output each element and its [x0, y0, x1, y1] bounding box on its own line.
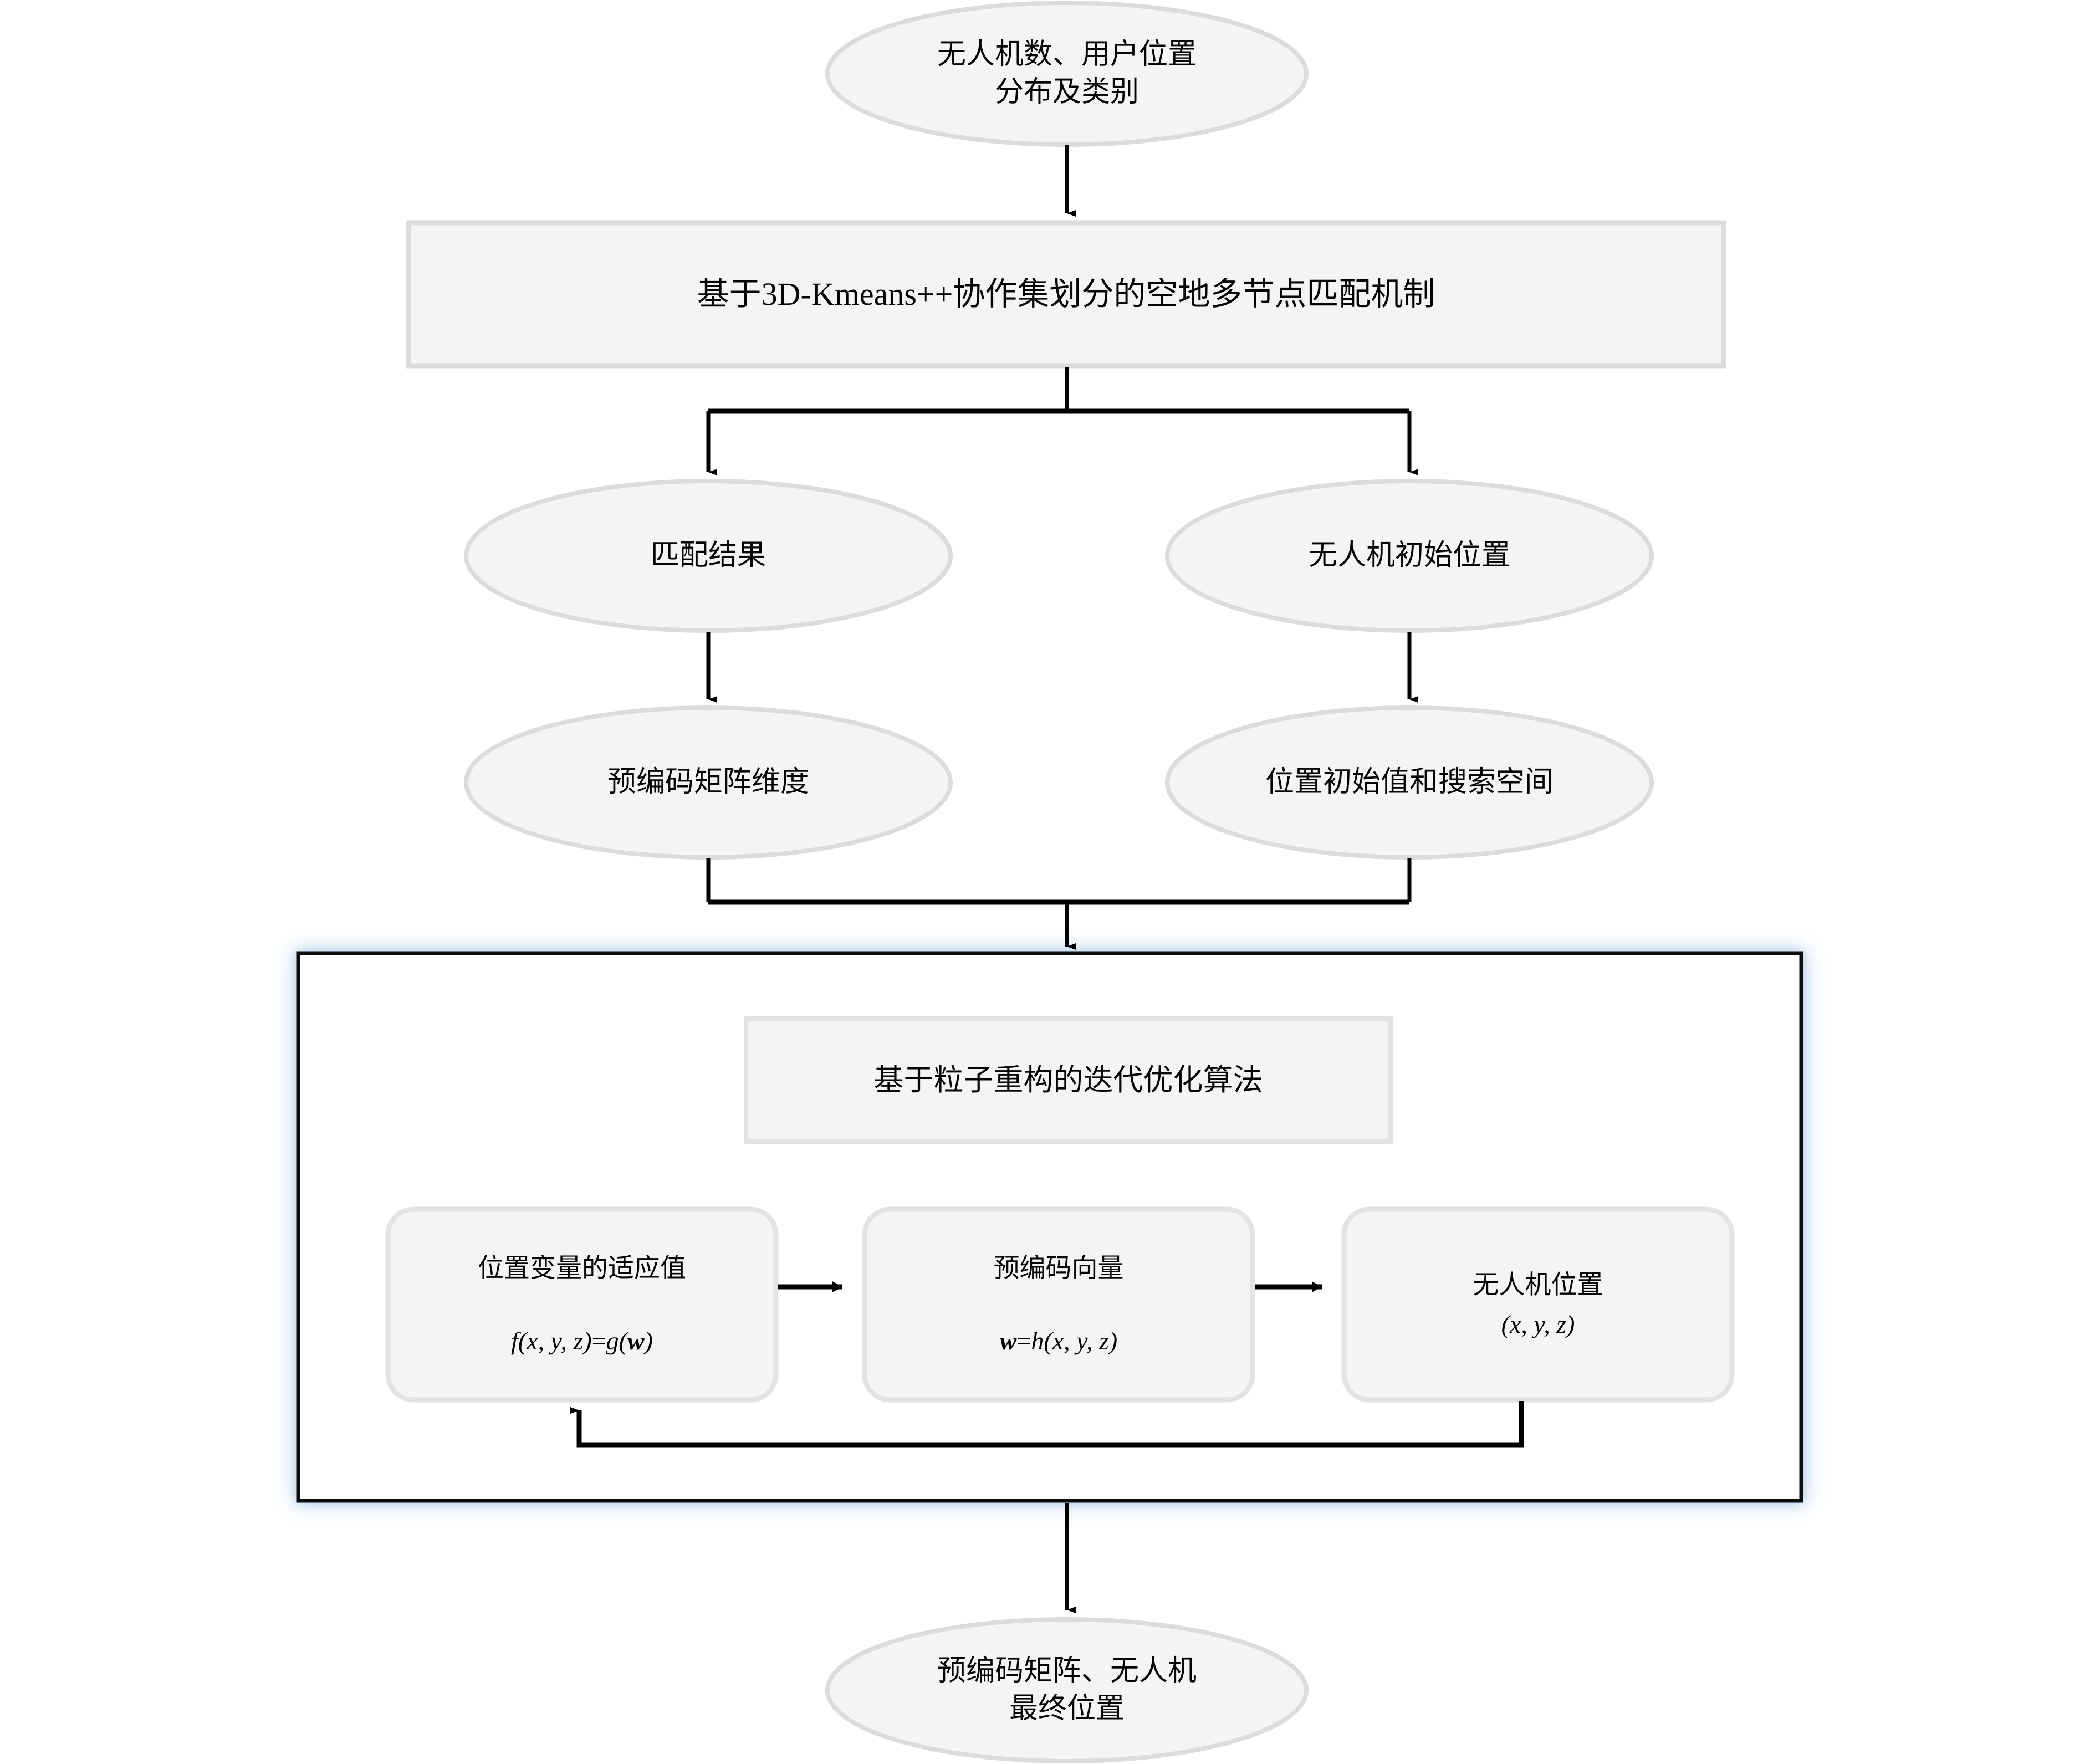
main-process-rect	[406, 220, 1726, 369]
uav-position-box-rect	[1341, 1206, 1735, 1403]
precoding-dim-ellipse-shape	[464, 705, 953, 860]
edge-feedback-loop	[570, 1401, 1524, 1448]
match-result-ellipse-shape	[464, 479, 953, 633]
precoding-vector-box-rect	[862, 1206, 1255, 1403]
init-value-space-ellipse-shape	[1165, 705, 1654, 860]
algorithm-title-rect	[744, 1016, 1393, 1144]
output-ellipse-shape	[825, 1617, 1309, 1763]
input-ellipse-shape	[825, 1, 1309, 147]
fitness-box-rect	[385, 1206, 779, 1403]
uav-init-pos-ellipse-shape	[1165, 479, 1654, 633]
